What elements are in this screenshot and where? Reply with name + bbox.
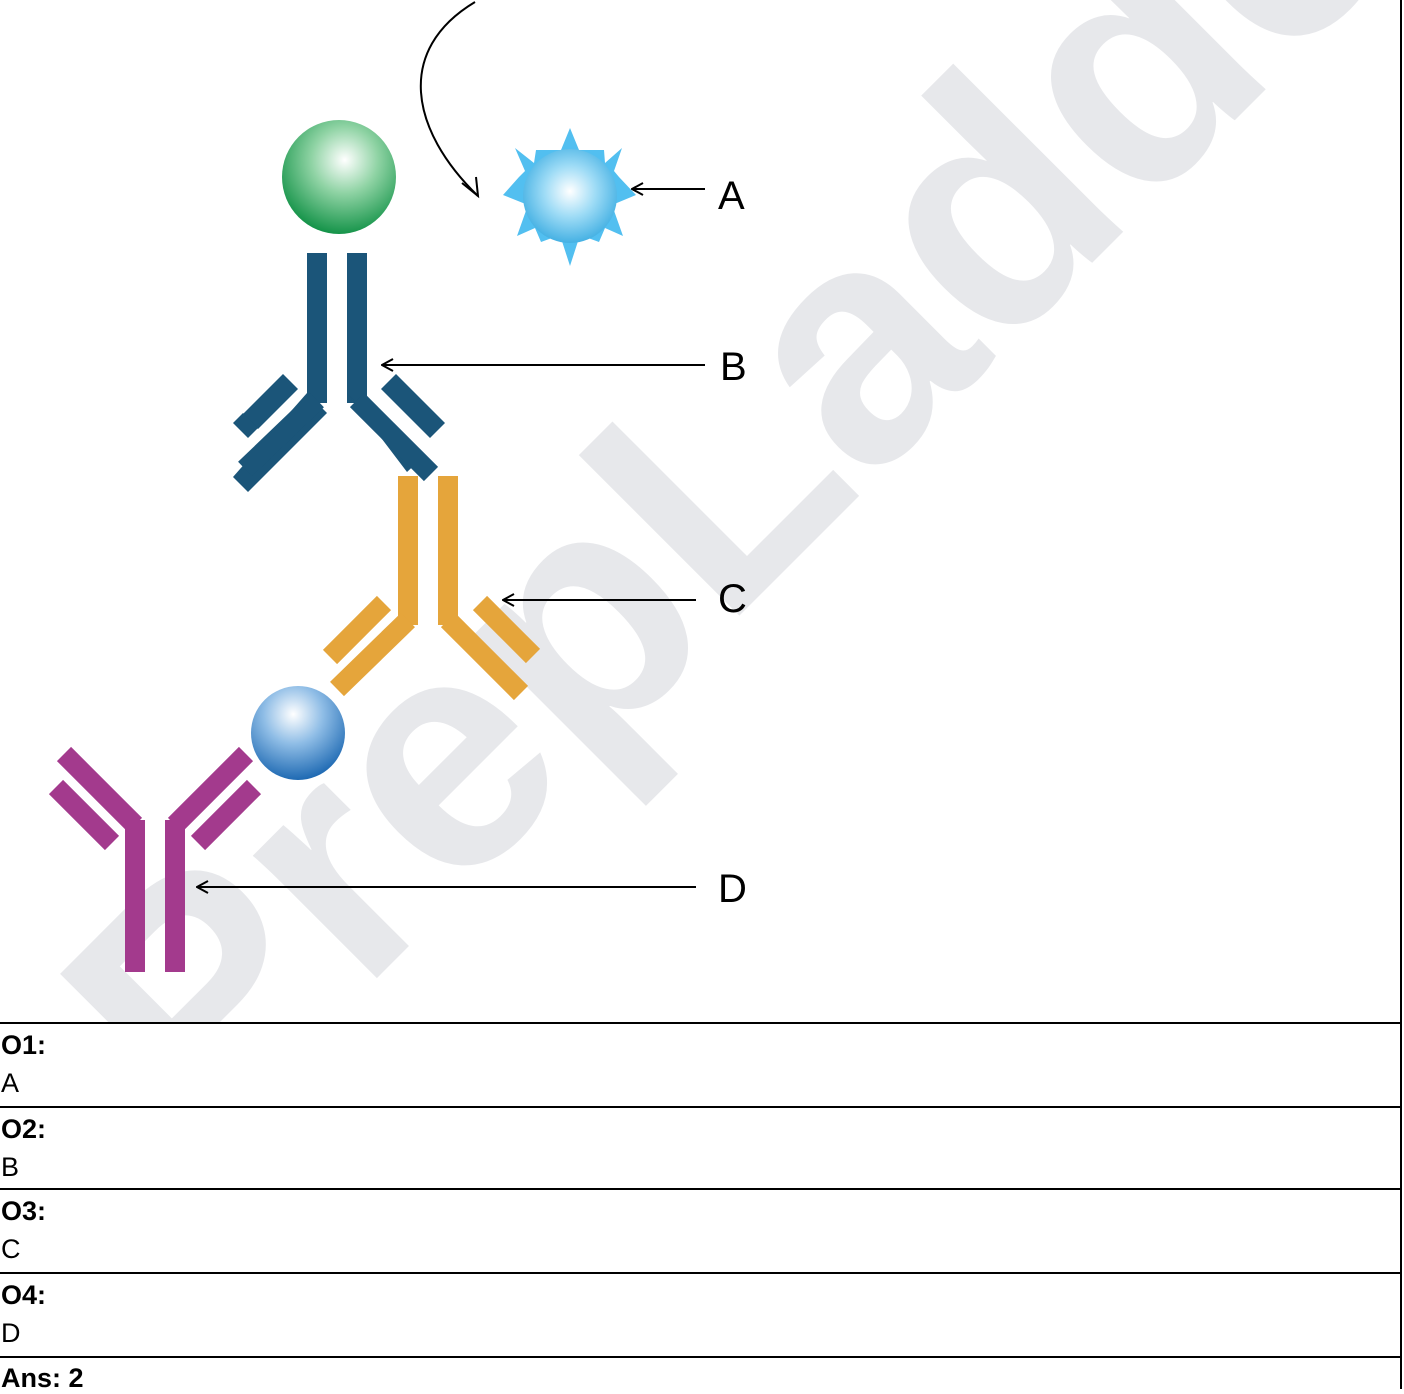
option-value: C (1, 1234, 21, 1264)
watermark-text: PrepLadder (0, 0, 1400, 1022)
option-label: O2: (1, 1114, 47, 1144)
antibody-c (322, 476, 541, 701)
option-row-2[interactable]: O2: B (0, 1106, 1402, 1189)
label-b: B (720, 345, 747, 389)
option-row-1[interactable]: O1: A (0, 1022, 1402, 1107)
antibody-b-arms (238, 392, 439, 482)
option-value: A (1, 1068, 20, 1098)
blue-antigen-sphere (251, 686, 345, 780)
antibody-d (48, 746, 262, 972)
answer-row-border (0, 1356, 1402, 1358)
option-value: B (1, 1152, 20, 1182)
right-border (1400, 0, 1402, 1389)
option-label: O1: (1, 1030, 47, 1060)
label-a: A (718, 174, 745, 218)
option-row-4[interactable]: O4: D (0, 1272, 1402, 1357)
option-label: O4: (1, 1280, 47, 1310)
curved-arrow-head (461, 176, 480, 199)
curved-arrow (419, 1, 479, 197)
option-value: D (1, 1318, 21, 1348)
option-label: O3: (1, 1196, 47, 1226)
label-d: D (718, 867, 747, 911)
green-antigen-sphere (282, 120, 396, 234)
answer-text: Ans: 2 (1, 1363, 84, 1393)
label-c: C (718, 577, 747, 621)
antibody-diagram: PrepLadder (0, 0, 1400, 1022)
spiky-sphere-a (503, 128, 636, 266)
option-row-3[interactable]: O3: C (0, 1188, 1402, 1273)
